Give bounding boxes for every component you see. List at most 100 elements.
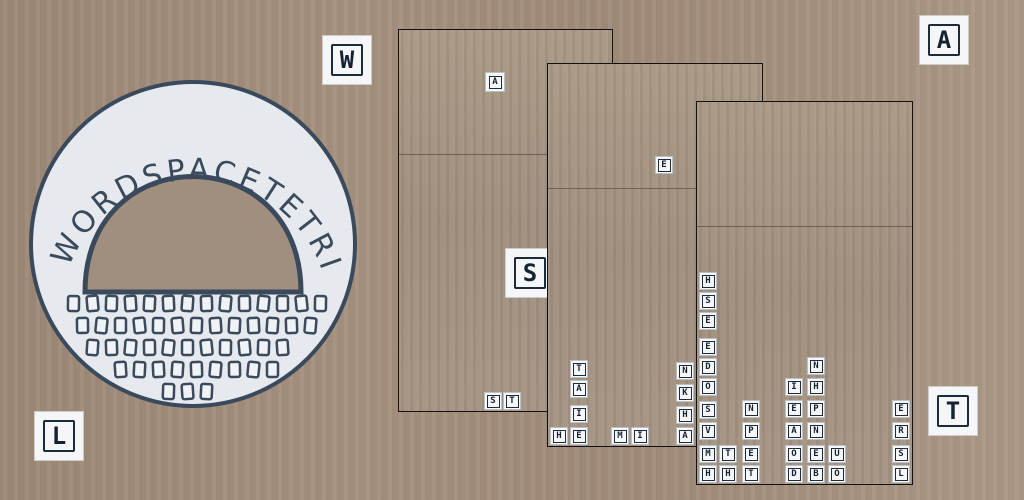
logo-block-icon — [142, 294, 157, 313]
logo-block-icon — [227, 316, 242, 335]
logo-block-icon — [199, 382, 214, 401]
stack-block: O — [828, 465, 846, 483]
stack-block: O — [699, 378, 717, 396]
logo-blocks — [66, 294, 328, 401]
logo-block-icon — [123, 294, 138, 313]
logo-block-icon — [256, 294, 271, 313]
stack-block: P — [807, 400, 825, 418]
logo-block-icon — [265, 360, 280, 379]
stack-block: H — [676, 406, 694, 424]
stack-block: E — [699, 312, 717, 330]
logo-block-icon — [199, 294, 214, 313]
stack-block: E — [892, 400, 910, 418]
spawn-line — [697, 226, 912, 227]
logo-block-icon — [256, 338, 271, 357]
floating-tile-l: L — [34, 411, 84, 461]
floating-tile-t: T — [928, 386, 978, 436]
game-screen-3: H S E E D O S V M H T H N P E T I E A O … — [696, 101, 913, 485]
word-space-tetris-logo: WORDSPACETETRIS — [27, 78, 357, 408]
logo-block-icon — [237, 294, 252, 313]
logo-block-icon — [85, 294, 100, 313]
logo-block-icon — [123, 338, 138, 357]
logo-block-icon — [132, 316, 147, 335]
logo-block-icon — [218, 294, 233, 313]
stack-block: A — [570, 380, 588, 398]
floating-tile-a: A — [919, 15, 969, 65]
spawn-line — [399, 154, 612, 155]
stack-block: M — [611, 427, 629, 445]
stack-block: I — [631, 427, 649, 445]
logo-block-icon — [275, 338, 290, 357]
logo-block-icon — [284, 316, 299, 335]
logo-block-icon — [227, 360, 242, 379]
stack-block: V — [699, 422, 717, 440]
logo-block-icon — [113, 316, 128, 335]
stack-block: N — [742, 400, 760, 418]
stack-block: M — [699, 445, 717, 463]
floating-tile-w: W — [322, 35, 372, 85]
logo-block-icon — [246, 360, 261, 379]
logo-block-icon — [132, 360, 147, 379]
stack-block: S — [892, 445, 910, 463]
stack-block: S — [484, 392, 502, 410]
stack-block: E — [570, 427, 588, 445]
logo-block-icon — [66, 294, 81, 313]
spawn-line — [548, 188, 762, 189]
logo-block-icon — [161, 338, 176, 357]
stack-block: H — [550, 427, 568, 445]
logo-block-icon — [246, 316, 261, 335]
stack-block: T — [503, 392, 521, 410]
stack-block: I — [785, 378, 803, 396]
stack-block: K — [676, 384, 694, 402]
stack-block: N — [676, 362, 694, 380]
logo-block-icon — [303, 316, 318, 335]
logo-block-icon — [104, 338, 119, 357]
stack-block: H — [699, 465, 717, 483]
logo-block-icon — [189, 360, 204, 379]
stack-block: L — [892, 465, 910, 483]
logo-block-icon — [94, 316, 109, 335]
logo-block-icon — [237, 338, 252, 357]
logo-block-icon — [265, 316, 280, 335]
stack-block: T — [719, 445, 737, 463]
stack-block: N — [807, 357, 825, 375]
logo-block-icon — [180, 338, 195, 357]
stack-block: S — [699, 292, 717, 310]
logo-dome — [82, 174, 304, 295]
logo-block-icon — [170, 316, 185, 335]
logo-block-icon — [218, 338, 233, 357]
stack-block: S — [699, 401, 717, 419]
logo-block-icon — [151, 316, 166, 335]
stack-block: I — [570, 405, 588, 423]
stack-block: E — [699, 338, 717, 356]
stack-block: H — [807, 378, 825, 396]
stack-block: N — [807, 422, 825, 440]
stack-block: B — [807, 465, 825, 483]
stack-block: A — [785, 422, 803, 440]
logo-block-icon — [199, 338, 214, 357]
stack-block: A — [676, 427, 694, 445]
stack-block: O — [785, 445, 803, 463]
stack-block: U — [828, 445, 846, 463]
logo-block-icon — [189, 316, 204, 335]
logo-block-icon — [113, 360, 128, 379]
stack-block: D — [785, 465, 803, 483]
falling-block: A — [485, 72, 505, 92]
logo-block-icon — [151, 360, 166, 379]
floating-tile-s: S — [505, 248, 555, 298]
stack-block: E — [742, 445, 760, 463]
logo-block-icon — [170, 360, 185, 379]
logo-block-icon — [142, 338, 157, 357]
logo-block-icon — [208, 316, 223, 335]
stack-block: T — [742, 465, 760, 483]
logo-block-icon — [275, 294, 290, 313]
stack-block: R — [892, 422, 910, 440]
logo-block-icon — [161, 382, 176, 401]
logo-block-icon — [208, 360, 223, 379]
stack-block: T — [570, 360, 588, 378]
stack-block: D — [699, 358, 717, 376]
stack-block: H — [699, 272, 717, 290]
logo-block-icon — [180, 382, 195, 401]
falling-block: E — [655, 156, 673, 174]
stack-block: E — [785, 400, 803, 418]
